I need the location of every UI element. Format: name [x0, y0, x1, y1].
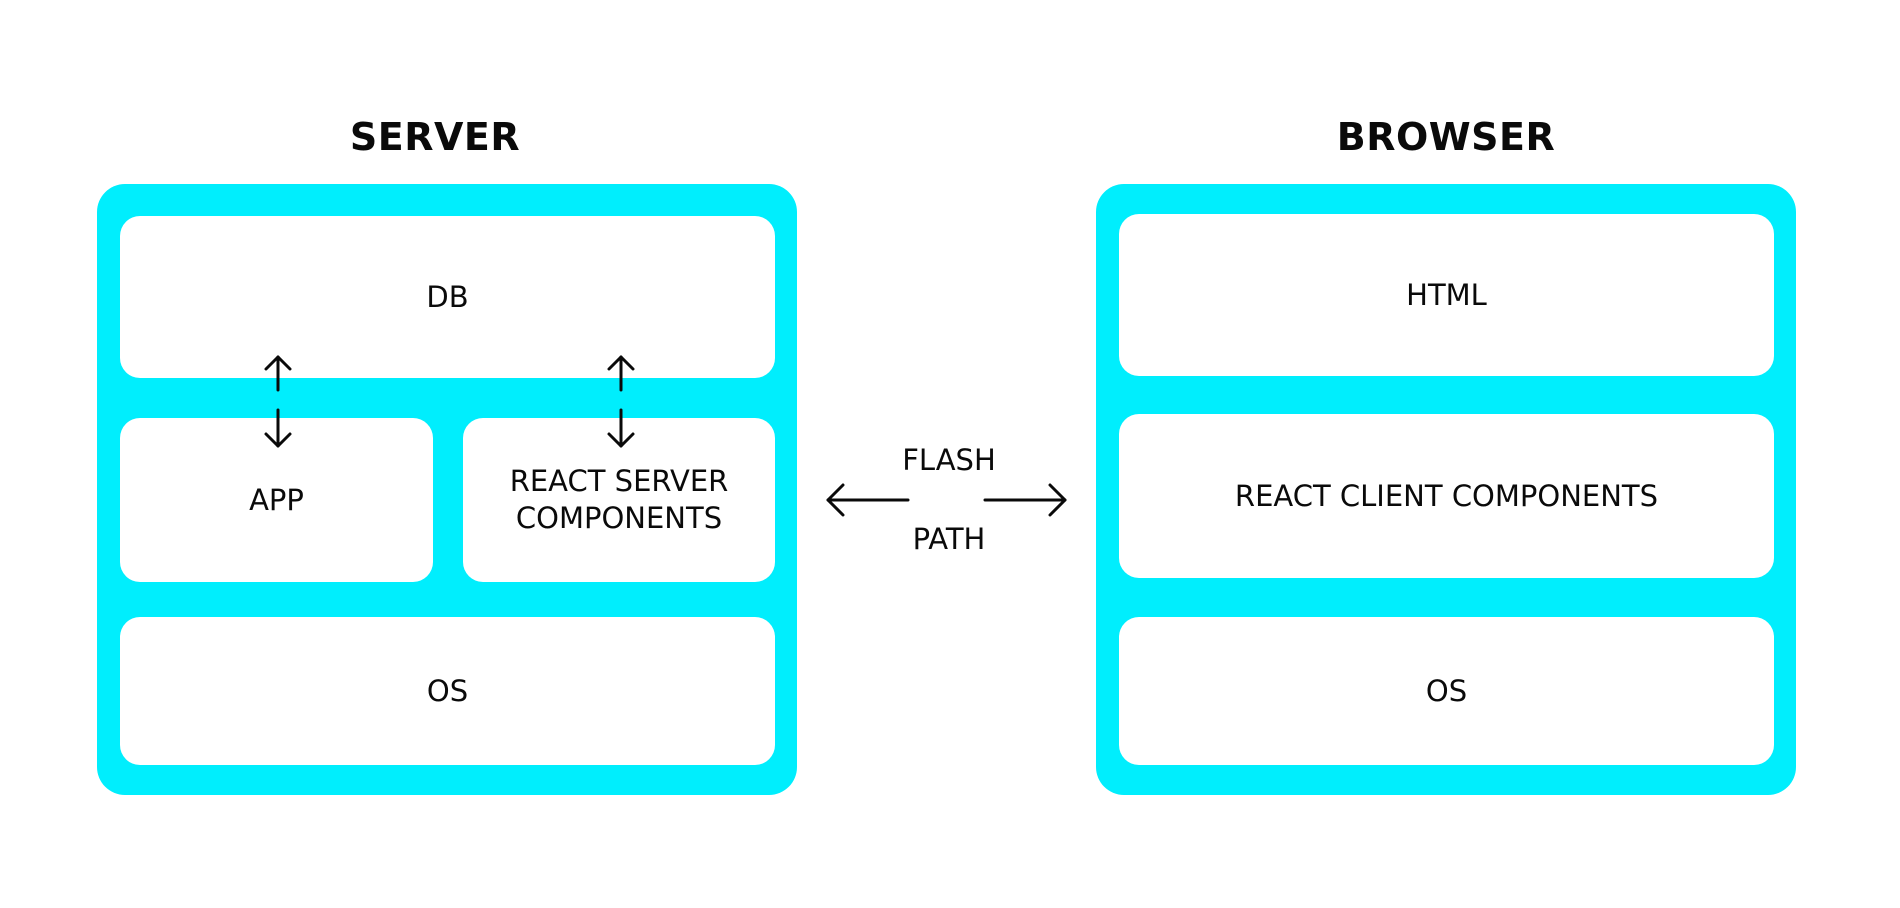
connection-top-label: FLASH: [902, 443, 996, 477]
html-box: HTML: [1119, 214, 1774, 376]
browser-title: BROWSER: [1336, 115, 1556, 159]
react-server-components-label: REACT SERVER COMPONENTS: [509, 464, 729, 535]
browser-os-box: OS: [1119, 617, 1774, 765]
server-title: SERVER: [349, 115, 521, 159]
server-panel: DB APP REACT SERVER COMPONENTS OS: [97, 184, 797, 795]
connection-bottom-label: PATH: [912, 522, 986, 556]
db-label: DB: [426, 279, 469, 314]
right-arrow-icon: [983, 483, 1067, 517]
app-label: APP: [249, 482, 304, 517]
browser-os-label: OS: [1425, 673, 1468, 708]
react-client-components-box: REACT CLIENT COMPONENTS: [1119, 414, 1774, 578]
react-client-components-label: REACT CLIENT COMPONENTS: [1234, 478, 1659, 513]
left-arrow-icon: [826, 483, 910, 517]
app-box: APP: [120, 418, 433, 582]
db-box: DB: [120, 216, 775, 378]
react-server-components-box: REACT SERVER COMPONENTS: [463, 418, 775, 582]
html-label: HTML: [1406, 277, 1487, 312]
server-os-label: OS: [426, 673, 469, 708]
server-os-box: OS: [120, 617, 775, 765]
browser-panel: HTML REACT CLIENT COMPONENTS OS: [1096, 184, 1796, 795]
